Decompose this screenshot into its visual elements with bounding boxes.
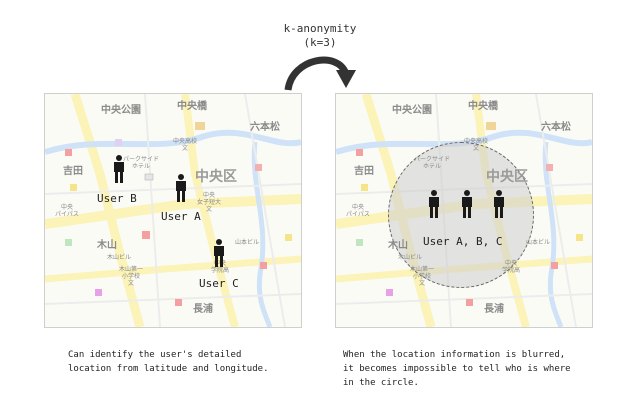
place-chuo-side: 中央 パイパス [55, 204, 79, 218]
place-yamamoto-bldg: 山本ビル [526, 239, 551, 246]
user-b-label: User B [97, 192, 137, 205]
user-c-label: User C [199, 277, 239, 290]
caption-right: When the location information is blurred… [343, 350, 571, 388]
place-yoshida: 吉田 [354, 166, 374, 177]
place-chuo-park: 中央公園 [392, 105, 432, 116]
place-rokuhonmatsu: 六本松 [250, 122, 280, 133]
user-c-person-icon [214, 239, 224, 267]
place-kiyama-bldg: 木山ビル [107, 254, 132, 261]
place-chuo-ku: 中央区 [195, 169, 237, 185]
user-a-person-icon [176, 174, 186, 202]
place-chuo-ku: 中央区 [486, 169, 528, 185]
diagram-title: k-anonymity (k=3) [250, 22, 390, 50]
place-nagaura: 長浦 [193, 304, 213, 315]
map-panel-left: 中央公園 中央橋 六本松 吉田 中央区 木山 長浦 パークサイド ホテル 中央高… [44, 93, 302, 328]
place-chuo-side: 中央 パイパス [346, 204, 370, 218]
title-text: k-anonymity [283, 22, 357, 35]
users-abc-label: User A, B, C [423, 235, 503, 248]
user-person-icon [429, 190, 439, 218]
map-background [45, 94, 301, 327]
user-a-label: User A [161, 210, 201, 223]
place-chuo-hs: 中央 学院高 [502, 260, 521, 274]
place-nagaura: 長浦 [484, 304, 504, 315]
curved-arrow-icon [284, 56, 356, 91]
place-kiyama: 木山 [97, 240, 117, 251]
place-park-side-hotel: パークサイド ホテル [414, 156, 451, 170]
caption-left: Can identify the user's detailed locatio… [68, 350, 269, 374]
user-person-icon [494, 190, 504, 218]
place-chuo-high: 中央高校 文 [464, 138, 489, 152]
place-rokuhonmatsu: 六本松 [541, 122, 571, 133]
place-chuo-uni: 中央 女子短大 文 [197, 192, 222, 213]
place-kiyama-elem: 木山第一 小学校 文 [119, 266, 144, 287]
place-yoshida: 吉田 [63, 166, 83, 177]
place-chuo-bridge: 中央橋 [468, 101, 498, 112]
place-park-side-hotel: パークサイド ホテル [123, 156, 160, 170]
place-yamamoto-bldg: 山本ビル [235, 239, 260, 246]
user-b-person-icon [114, 155, 124, 183]
place-chuo-high: 中央高校 文 [173, 138, 198, 152]
place-kiyama-bldg: 木山ビル [398, 254, 423, 261]
place-kiyama-elem: 木山第一 小学校 文 [410, 266, 435, 287]
title-k-value: (k=3) [303, 36, 337, 49]
anonymity-circle [388, 142, 534, 288]
place-chuo-park: 中央公園 [101, 105, 141, 116]
place-kiyama: 木山 [388, 240, 408, 251]
map-panel-right: 中央公園 中央橋 六本松 吉田 長浦 中央 パイパス 中央区 木山 パークサイド… [335, 93, 593, 328]
user-person-icon [462, 190, 472, 218]
place-chuo-bridge: 中央橋 [177, 101, 207, 112]
